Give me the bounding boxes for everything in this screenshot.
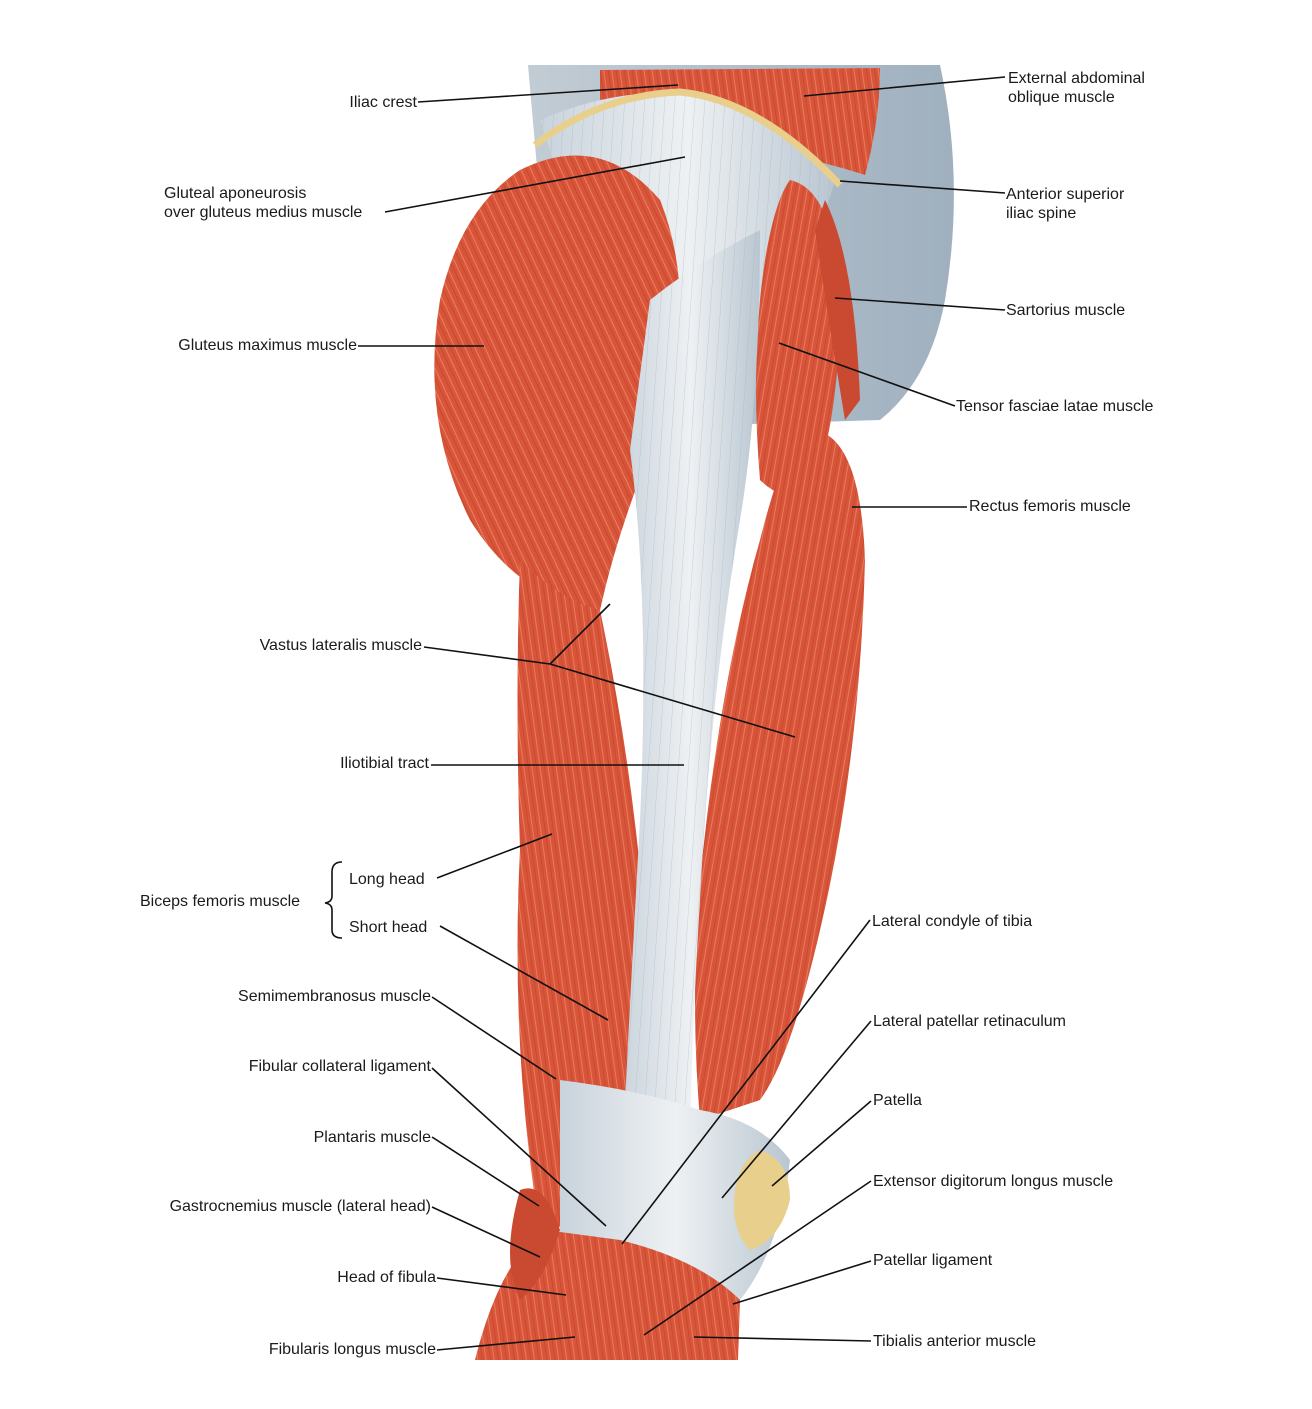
label-extensor-digitorum: Extensor digitorum longus muscle	[873, 1173, 1114, 1190]
label-tensor-fasciae-latae: Tensor fasciae latae muscle	[956, 398, 1154, 415]
label-gluteal-aponeurosis-line2: over gluteus medius muscle	[164, 204, 363, 221]
gastrocnemius-shape	[510, 1188, 560, 1300]
label-lateral-condyle: Lateral condyle of tibia	[872, 913, 1033, 930]
iliac-crest-line	[532, 88, 843, 188]
label-iliac-crest: Iliac crest	[349, 94, 417, 111]
patella-shape	[734, 1150, 790, 1250]
label-external-abdominal-line2: oblique muscle	[1008, 89, 1115, 106]
label-short-head: Short head	[349, 919, 428, 936]
label-long-head: Long head	[349, 871, 425, 888]
label-vastus-lateralis: Vastus lateralis muscle	[259, 637, 422, 654]
label-gluteal-aponeurosis-line1: Gluteal aponeurosis	[164, 185, 307, 202]
label-rectus-femoris: Rectus femoris muscle	[969, 498, 1131, 515]
label-lateral-patellar-retinaculum: Lateral patellar retinaculum	[873, 1013, 1066, 1030]
label-fibularis-longus: Fibularis longus muscle	[268, 1341, 436, 1358]
label-semimembranosus: Semimembranosus muscle	[238, 988, 431, 1005]
label-head-of-fibula: Head of fibula	[337, 1269, 436, 1286]
label-asis-line1: Anterior superior	[1006, 186, 1125, 203]
label-biceps-femoris: Biceps femoris muscle	[140, 893, 301, 910]
label-tibialis-anterior: Tibialis anterior muscle	[873, 1333, 1037, 1350]
label-asis-line2: iliac spine	[1006, 205, 1077, 222]
label-iliotibial-tract: Iliotibial tract	[340, 755, 429, 772]
label-patellar-ligament: Patellar ligament	[873, 1252, 993, 1269]
label-sartorius: Sartorius muscle	[1006, 302, 1126, 319]
label-gastrocnemius: Gastrocnemius muscle (lateral head)	[169, 1198, 431, 1215]
label-external-abdominal-line1: External abdominal	[1008, 70, 1145, 87]
label-gluteus-maximus: Gluteus maximus muscle	[178, 337, 357, 354]
leader-lines	[324, 76, 1006, 1351]
sartorius-shape	[815, 200, 860, 420]
label-plantaris: Plantaris muscle	[313, 1129, 431, 1146]
label-patella: Patella	[873, 1092, 922, 1109]
label-fibular-collateral: Fibular collateral ligament	[248, 1058, 431, 1075]
